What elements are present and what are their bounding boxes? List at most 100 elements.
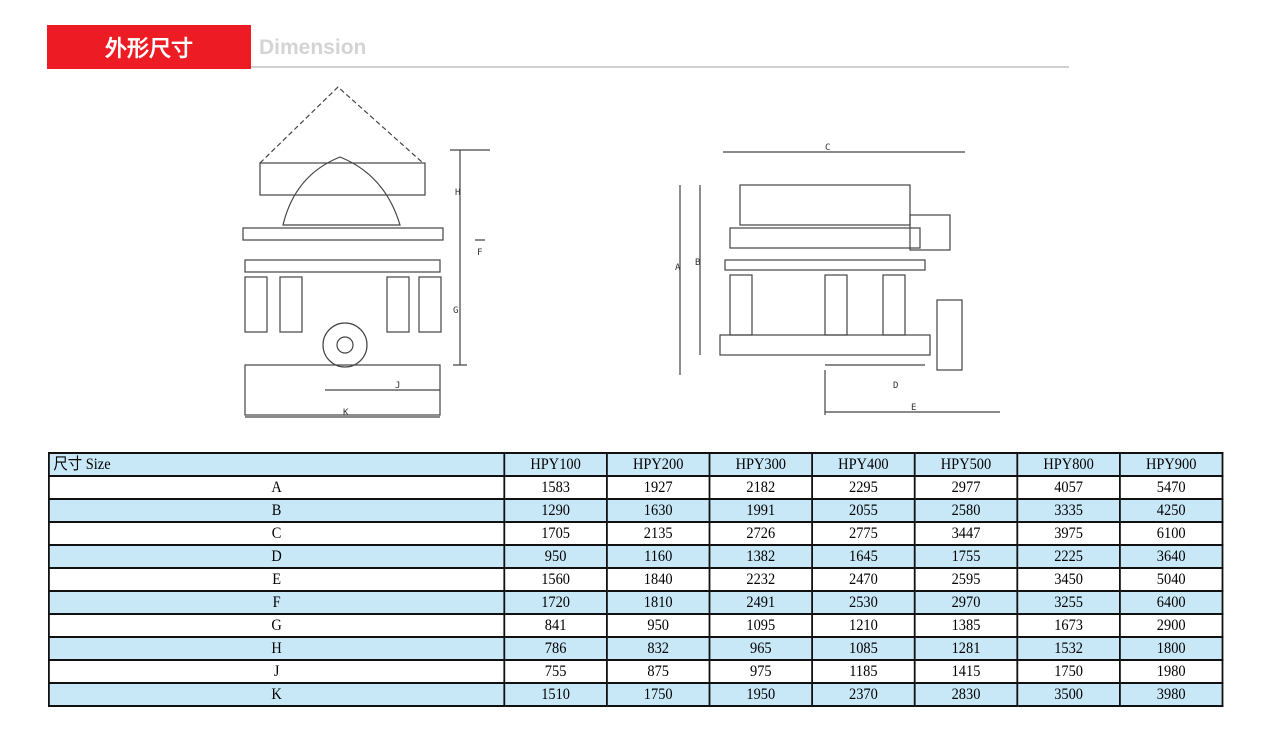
table-cell: 1510 <box>503 682 608 707</box>
table-cell: 1630 <box>605 498 711 523</box>
table-cell: 1160 <box>605 544 711 569</box>
table-cell: 1750 <box>1016 659 1121 684</box>
dim-label-k: K <box>343 408 349 418</box>
table-cell: 1927 <box>605 475 711 500</box>
table-cell: 1210 <box>811 613 916 638</box>
table-cell: 6400 <box>1119 590 1224 615</box>
table-cell: 2370 <box>811 682 916 707</box>
table-cell: 3335 <box>1016 498 1121 523</box>
divider <box>251 66 1069 68</box>
table-cell: 786 <box>503 636 608 661</box>
table-cell: 841 <box>503 613 608 638</box>
table-cell: 1382 <box>708 544 813 569</box>
table-cell: 6100 <box>1119 521 1224 546</box>
table-cell: 3640 <box>1119 544 1224 569</box>
column-header: HPY400 <box>811 452 916 477</box>
dim-label-g: G <box>453 306 458 316</box>
dim-label-j: J <box>395 381 400 391</box>
table-cell: 1673 <box>1016 613 1121 638</box>
table-cell: 1085 <box>811 636 916 661</box>
table-cell: 2182 <box>708 475 813 500</box>
table-cell: 2726 <box>708 521 813 546</box>
table-cell: 2055 <box>811 498 916 523</box>
table-cell: 1950 <box>708 682 813 707</box>
table-cell: 2580 <box>913 498 1019 523</box>
table-cell: 1810 <box>605 590 711 615</box>
column-header: HPY200 <box>605 452 711 477</box>
table-cell: 2232 <box>708 567 813 592</box>
section-title: 外形尺寸 <box>47 25 251 69</box>
table-cell: 832 <box>605 636 711 661</box>
table-cell: 3980 <box>1119 682 1224 707</box>
row-label: B <box>48 498 506 523</box>
row-label: E <box>48 567 506 592</box>
table-cell: 1415 <box>913 659 1019 684</box>
table-cell: 1755 <box>913 544 1019 569</box>
table-cell: 1720 <box>503 590 608 615</box>
table-cell: 965 <box>708 636 813 661</box>
column-header: HPY300 <box>708 452 813 477</box>
section-subtitle: Dimension <box>259 36 367 59</box>
table-cell: 3447 <box>913 521 1019 546</box>
corner-header: 尺寸 Size <box>48 452 506 477</box>
table-cell: 2225 <box>1016 544 1121 569</box>
table-cell: 1750 <box>605 682 711 707</box>
table-cell: 875 <box>605 659 711 684</box>
dim-label-a: A <box>675 263 681 273</box>
table-cell: 1385 <box>913 613 1019 638</box>
row-label: J <box>48 659 506 684</box>
column-header: HPY500 <box>913 452 1019 477</box>
row-label: K <box>48 682 506 707</box>
dim-label-b: B <box>695 258 700 268</box>
table-cell: 4250 <box>1119 498 1224 523</box>
table-cell: 2775 <box>811 521 916 546</box>
dim-label-e: E <box>911 403 916 413</box>
row-label: H <box>48 636 506 661</box>
table-cell: 3450 <box>1016 567 1121 592</box>
table-cell: 2595 <box>913 567 1019 592</box>
row-label: C <box>48 521 506 546</box>
crusher-side-drawing: C A B D E <box>675 143 1000 415</box>
row-label: A <box>48 475 506 500</box>
table-cell: 1281 <box>913 636 1019 661</box>
column-header: HPY900 <box>1119 452 1224 477</box>
table-cell: 3255 <box>1016 590 1121 615</box>
table-cell: 1800 <box>1119 636 1224 661</box>
table-cell: 4057 <box>1016 475 1121 500</box>
table-cell: 1840 <box>605 567 711 592</box>
table-cell: 1560 <box>503 567 608 592</box>
table-header-row: 尺寸 Size HPY100 HPY200 HPY300 HPY400 HPY5… <box>48 452 1224 477</box>
column-header: HPY800 <box>1016 452 1121 477</box>
dim-label-f: F <box>477 248 482 258</box>
table-cell: 950 <box>605 613 711 638</box>
table-cell: 2295 <box>811 475 916 500</box>
table-cell: 1290 <box>503 498 608 523</box>
table-cell: 1532 <box>1016 636 1121 661</box>
dim-label-c: C <box>825 143 830 153</box>
table-cell: 1185 <box>811 659 916 684</box>
table-cell: 2530 <box>811 590 916 615</box>
table-cell: 950 <box>503 544 608 569</box>
table-cell: 2970 <box>913 590 1019 615</box>
table-cell: 5470 <box>1119 475 1224 500</box>
table-cell: 3500 <box>1016 682 1121 707</box>
dim-label-h: H <box>455 188 460 198</box>
table-cell: 2977 <box>913 475 1019 500</box>
table-cell: 3975 <box>1016 521 1121 546</box>
row-label: D <box>48 544 506 569</box>
dimension-table: 尺寸 Size HPY100 HPY200 HPY300 HPY400 HPY5… <box>48 452 1224 707</box>
table-cell: 2900 <box>1119 613 1224 638</box>
table-cell: 2135 <box>605 521 711 546</box>
table-cell: 1583 <box>503 475 608 500</box>
table-cell: 2830 <box>913 682 1019 707</box>
